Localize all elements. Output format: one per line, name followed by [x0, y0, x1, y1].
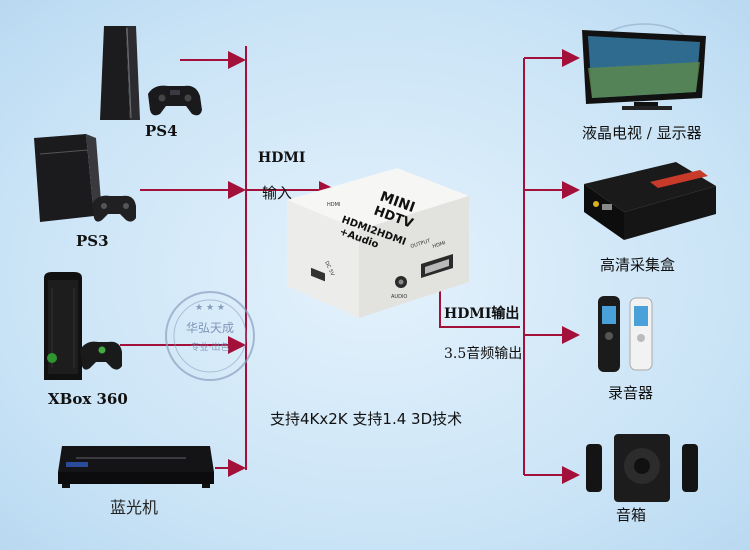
dc-port — [311, 267, 325, 282]
svg-text:★ ★ ★: ★ ★ ★ — [195, 303, 225, 313]
ps4-console-icon — [100, 26, 202, 120]
ps3-console-icon — [34, 134, 136, 222]
capture-box-icon — [584, 162, 716, 240]
output-label-tv: 液晶电视 / 显示器 — [582, 124, 702, 142]
features-text: 支持4Kx2K 支持1.4 3D技术 — [270, 410, 463, 428]
input-label-xbox360: XBox 360 — [48, 390, 128, 408]
hdmi-input-label-zh: 输入 — [262, 184, 293, 202]
input-label-ps3: PS3 — [76, 232, 109, 250]
watermark-line1: 华弘天成 — [186, 321, 234, 335]
port-output-label: OUTPUT — [410, 238, 432, 250]
input-label-bluray: 蓝光机 — [110, 498, 159, 517]
hdmi-output-label: HDMI输出 — [444, 306, 520, 322]
speaker-set-icon — [586, 434, 698, 502]
audio-output-label: 3.5音频输出 — [444, 346, 523, 362]
hdmi-input-label: HDMI — [258, 150, 306, 166]
input-label-ps4: PS4 — [145, 122, 178, 140]
output-label-speaker: 音箱 — [616, 506, 647, 524]
port-hdmi-out-label: HDMI — [432, 240, 447, 250]
output-label-capture: 高清采集盒 — [600, 256, 676, 274]
tv-monitor-icon — [582, 30, 706, 110]
bluray-player-icon — [58, 446, 214, 488]
output-label-recorder: 录音器 — [608, 384, 654, 402]
watermark-seal-icon: 华弘天成 专业·出色 ★ ★ ★ — [165, 291, 255, 381]
port-audio-label: AUDIO — [391, 294, 407, 300]
watermark-line2: 专业·出色 — [191, 341, 230, 353]
port-hdmi-in-label: HDMI — [327, 202, 340, 208]
device-output-line — [439, 290, 520, 328]
xbox360-console-icon — [44, 272, 122, 380]
voice-recorder-icon — [598, 296, 653, 372]
hdmi-converter-device: MINI HDTV HDMI2HDMI +Audio HDMI DC 5V OU… — [287, 168, 469, 318]
